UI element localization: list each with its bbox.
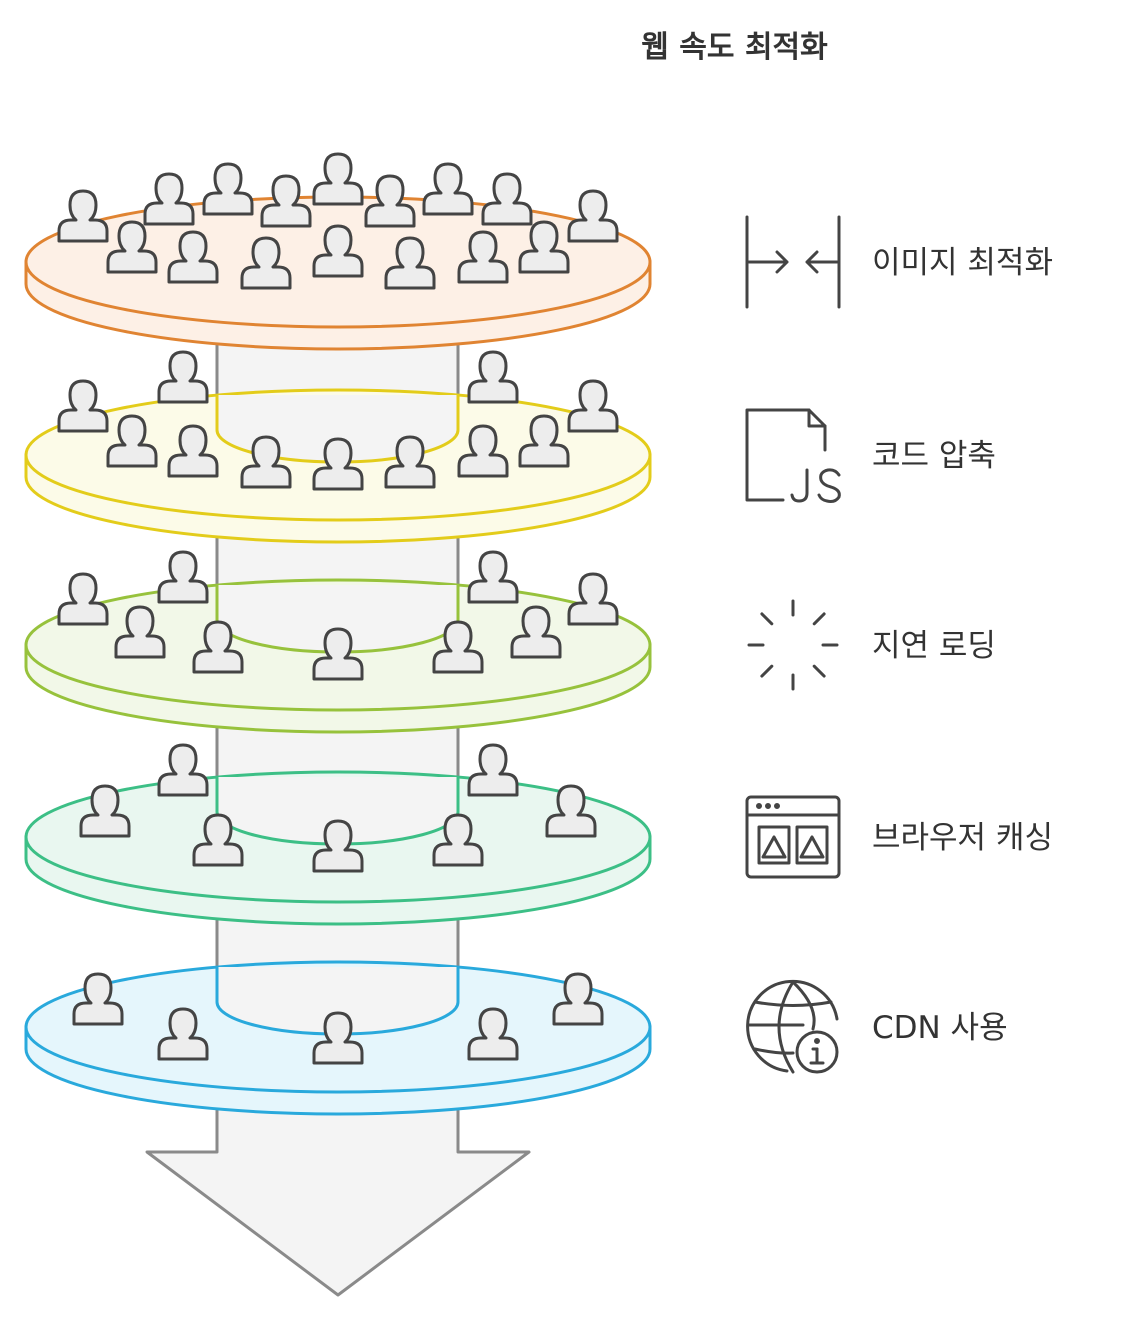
layer-label-5: CDN 사용: [872, 1010, 1008, 1046]
person-icon: [467, 350, 519, 404]
person-icon: [114, 605, 166, 659]
person-icon: [312, 627, 364, 681]
layer-1: [24, 152, 652, 351]
person-icon: [106, 220, 158, 274]
person-icon: [422, 162, 474, 216]
person-icon: [457, 230, 509, 284]
person-icon: [202, 162, 254, 216]
person-icon: [312, 437, 364, 491]
diagram-title: 웹 속도 최적화: [641, 30, 828, 65]
person-icon: [567, 189, 619, 243]
person-icon: [518, 414, 570, 468]
layer-label-2: 코드 압축: [872, 438, 996, 474]
person-icon: [106, 414, 158, 468]
person-icon: [384, 236, 436, 290]
person-icon: [364, 174, 416, 228]
person-icon: [143, 172, 195, 226]
person-icon: [240, 236, 292, 290]
person-icon: [312, 819, 364, 873]
person-icon: [552, 972, 604, 1026]
person-icon: [192, 813, 244, 867]
layer-2: [24, 350, 652, 544]
column-through-disc: [217, 777, 458, 844]
person-icon: [432, 620, 484, 674]
funnel-arrow-head: [145, 1100, 531, 1297]
person-icon: [157, 350, 209, 404]
person-icon: [312, 152, 364, 206]
person-icon: [467, 743, 519, 797]
loading-spinner-icon: [747, 599, 839, 691]
browser-window-icon: [745, 795, 841, 879]
js-file-icon: [745, 408, 841, 503]
person-icon: [481, 172, 533, 226]
person-icon: [157, 550, 209, 604]
layer-3: [24, 550, 652, 734]
person-icon: [192, 620, 244, 674]
person-icon: [384, 435, 436, 489]
person-icon: [510, 605, 562, 659]
person-icon: [157, 1007, 209, 1061]
person-icon: [312, 224, 364, 278]
person-icon: [467, 1007, 519, 1061]
person-icon: [545, 784, 597, 838]
globe-info-icon: [746, 979, 839, 1074]
person-icon: [79, 784, 131, 838]
person-icon: [167, 424, 219, 478]
person-icon: [57, 379, 109, 433]
layer-4: [24, 743, 652, 926]
person-icon: [240, 435, 292, 489]
person-icon: [567, 379, 619, 433]
compress-arrows-icon: [745, 215, 841, 309]
person-icon: [57, 189, 109, 243]
column-through-disc: [217, 967, 458, 1034]
person-icon: [312, 1011, 364, 1065]
person-icon: [467, 550, 519, 604]
person-icon: [457, 424, 509, 478]
layer-label-3: 지연 로딩: [872, 628, 996, 664]
person-icon: [72, 972, 124, 1026]
person-icon: [567, 572, 619, 626]
person-icon: [57, 572, 109, 626]
layer-label-1: 이미지 최적화: [872, 245, 1053, 281]
person-icon: [157, 743, 209, 797]
person-icon: [518, 220, 570, 274]
person-icon: [260, 174, 312, 228]
layer-label-4: 브라우저 캐싱: [872, 820, 1053, 856]
column-through-disc: [217, 585, 458, 652]
person-icon: [167, 230, 219, 284]
layer-5: [24, 960, 652, 1116]
person-icon: [432, 813, 484, 867]
